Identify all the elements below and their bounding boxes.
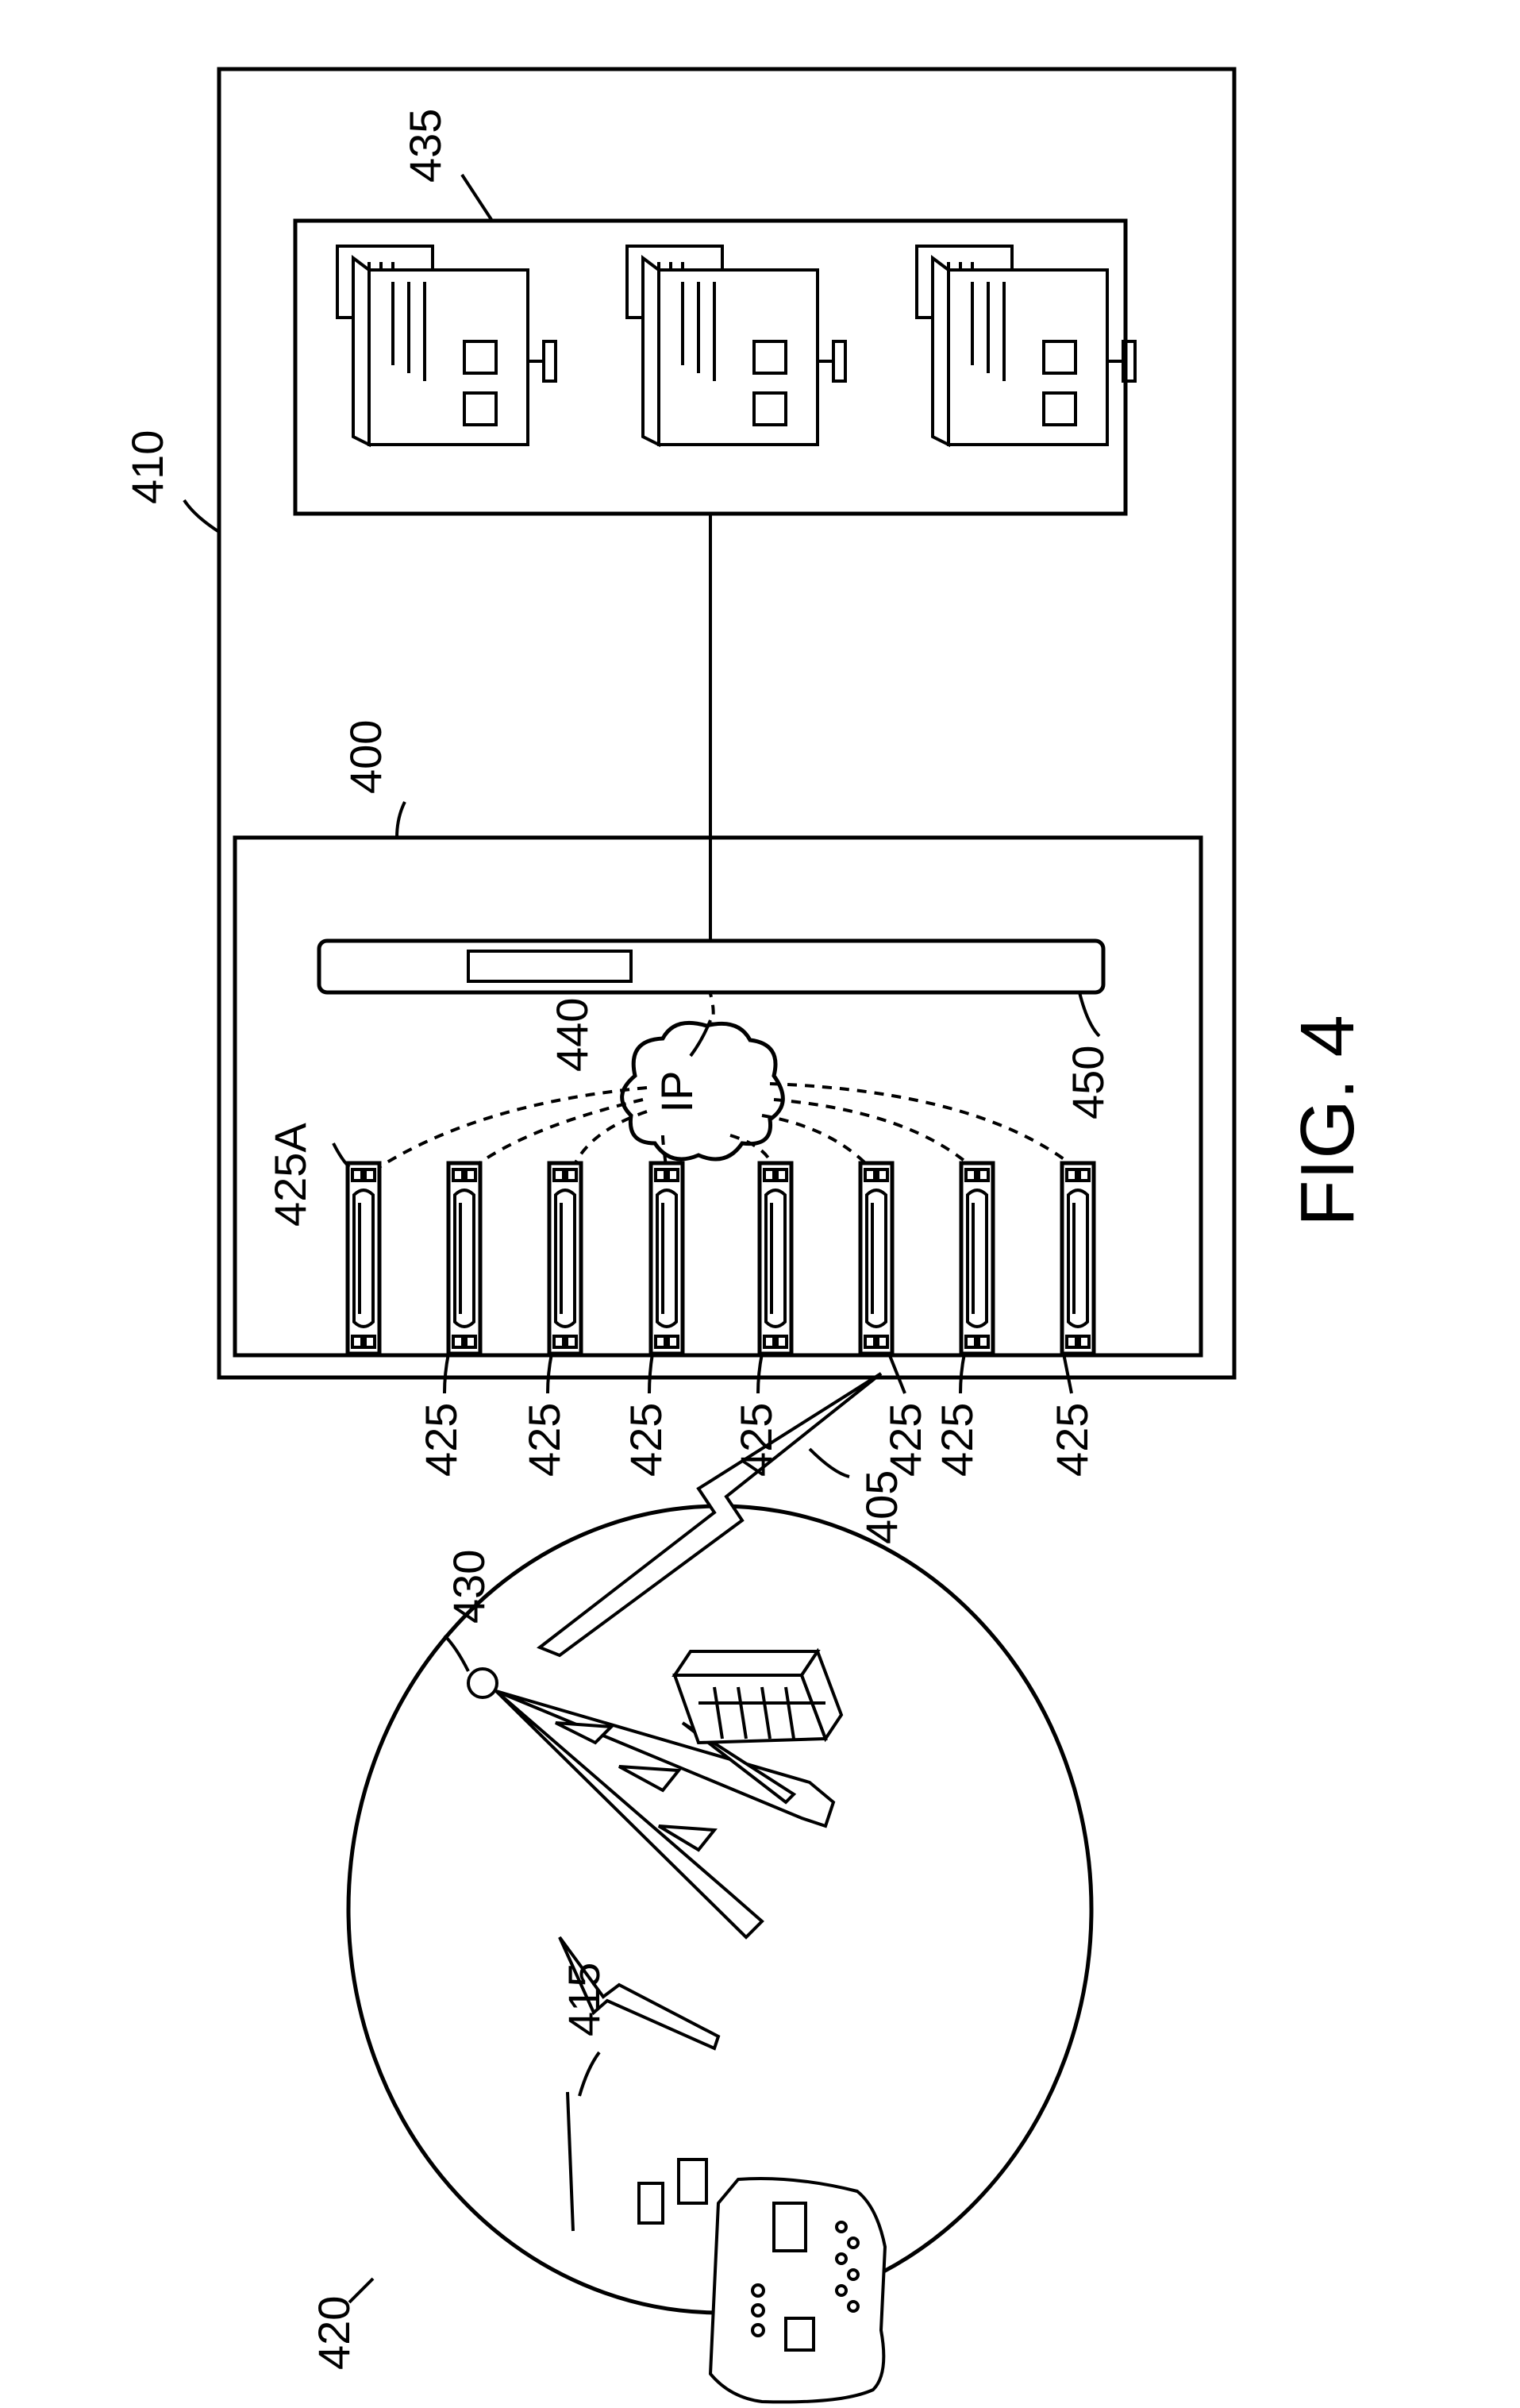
figure-caption: FIG. 4	[1285, 1015, 1370, 1227]
label-440: 440	[547, 998, 597, 1072]
label-425: 425	[880, 1403, 930, 1477]
label-420: 420	[309, 2296, 359, 2370]
workstation-icon	[337, 246, 556, 445]
gateway-icon	[651, 1163, 683, 1354]
gateway-icon	[1062, 1163, 1094, 1354]
gateway-icon	[860, 1163, 892, 1354]
ip-cloud	[622, 1023, 783, 1159]
label-425: 425	[932, 1403, 982, 1477]
label-400: 400	[341, 720, 391, 794]
label-415: 415	[559, 1963, 609, 2036]
label-430: 430	[444, 1550, 494, 1624]
ip-cloud-label: IP	[652, 1071, 702, 1113]
label-410: 410	[122, 430, 172, 504]
tower-icon	[468, 1651, 841, 1937]
workstation-icon	[627, 246, 845, 445]
gateway-icon	[549, 1163, 581, 1354]
label-425: 425	[731, 1403, 781, 1477]
label-425: 425	[519, 1403, 569, 1477]
radio-icon	[568, 2092, 885, 2402]
gateway-icon	[961, 1163, 993, 1354]
gateway-icon	[760, 1163, 791, 1354]
switch-box	[319, 941, 1103, 992]
workstation-icon	[917, 246, 1135, 445]
label-425: 425	[1047, 1403, 1097, 1477]
label-450: 450	[1063, 1046, 1113, 1119]
label-425: 425	[416, 1403, 466, 1477]
label-435: 435	[400, 109, 450, 183]
gateway-icon	[348, 1163, 379, 1354]
label-425a: 425A	[265, 1123, 315, 1227]
wireless-link-bolt	[540, 1374, 881, 1655]
label-405: 405	[856, 1470, 906, 1544]
label-425: 425	[621, 1403, 671, 1477]
gateway-icon	[448, 1163, 480, 1354]
